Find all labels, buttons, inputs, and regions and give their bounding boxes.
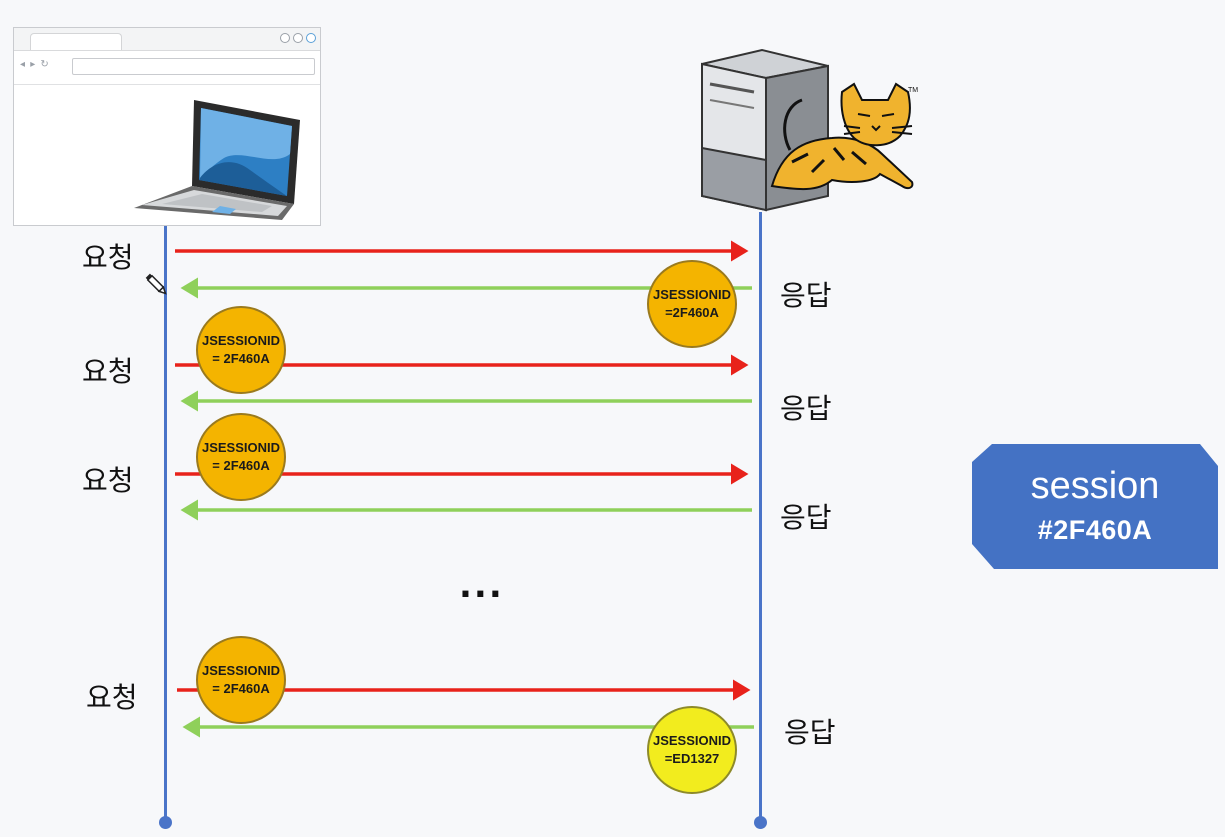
new-session-id-badge: JSESSIONID=ED1327 bbox=[647, 706, 737, 794]
response-label: 응답 bbox=[780, 279, 832, 312]
session-id-badge: JSESSIONID= 2F460A bbox=[196, 636, 286, 724]
response-label: 응답 bbox=[780, 392, 832, 425]
session-id-badge: JSESSIONID=2F460A bbox=[647, 260, 737, 348]
browser-window-icon: ◂ ▸ ↻ bbox=[13, 27, 321, 226]
server-lifeline bbox=[759, 212, 762, 822]
session-id-badge: JSESSIONID= 2F460A bbox=[196, 306, 286, 394]
request-label: 요청 bbox=[82, 355, 134, 388]
pencil-cursor-icon bbox=[145, 273, 167, 295]
client-lifeline bbox=[164, 226, 167, 822]
session-title: session bbox=[1030, 465, 1160, 508]
session-storage-box: session #2F460A bbox=[972, 444, 1218, 569]
client-lifeline-end bbox=[159, 816, 172, 829]
request-label: 요청 bbox=[86, 681, 138, 714]
session-id-value: #2F460A bbox=[1037, 514, 1153, 545]
tomcat-logo-icon: TM bbox=[770, 82, 918, 191]
laptop-icon bbox=[134, 100, 300, 220]
server-lifeline-end bbox=[754, 816, 767, 829]
continuation-ellipsis: ... bbox=[459, 566, 504, 606]
response-label: 응답 bbox=[784, 716, 836, 749]
request-label: 요청 bbox=[82, 464, 134, 497]
svg-text:TM: TM bbox=[908, 87, 918, 94]
request-label: 요청 bbox=[82, 241, 134, 274]
session-id-badge: JSESSIONID= 2F460A bbox=[196, 413, 286, 501]
response-label: 응답 bbox=[780, 501, 832, 534]
